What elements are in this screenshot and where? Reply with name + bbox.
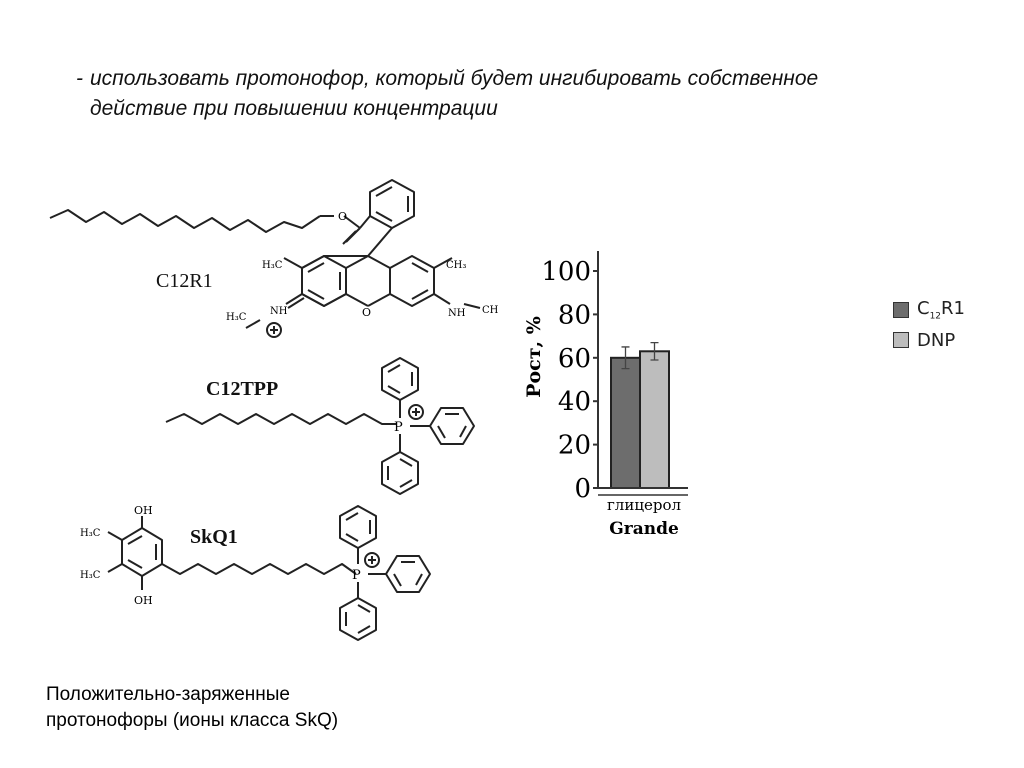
p-atom-skq1: P bbox=[352, 568, 361, 583]
y-tick-label: 80 bbox=[558, 300, 591, 330]
category-label: глицерол bbox=[607, 496, 681, 514]
bullet-line-1: использовать протонофор, который будет и… bbox=[90, 67, 819, 90]
error-bar-dnp bbox=[650, 341, 659, 361]
bullet-line-2: действие при повышении концентрации bbox=[90, 97, 498, 120]
ethyl-left: H₃C bbox=[226, 312, 247, 323]
h3c-top: H₃C bbox=[80, 528, 101, 539]
methyl-right: CH₃ bbox=[446, 260, 466, 271]
legend-swatch-dnp bbox=[893, 332, 909, 349]
error-bar-c12r1 bbox=[621, 346, 630, 370]
y-axis-ticks: 0 20 40 60 80 100 bbox=[541, 257, 598, 504]
caption-line-1: Положительно-заряженные bbox=[46, 684, 290, 705]
chart-legend: C12R1 DNP bbox=[893, 298, 965, 351]
bar-dnp bbox=[639, 350, 670, 490]
c12r1-label: C12R1 bbox=[156, 270, 213, 292]
c12tpp-structure: P bbox=[165, 357, 475, 495]
bars-group bbox=[610, 341, 670, 490]
oh-top: OH bbox=[134, 504, 153, 517]
y-tick-label: 0 bbox=[574, 474, 591, 504]
ester-oxygen: O bbox=[338, 210, 347, 223]
legend-label-c12r1: C12R1 bbox=[917, 298, 965, 322]
legend-item-c12r1: C12R1 bbox=[893, 298, 965, 322]
caption-line-2: протонофоры (ионы класса SkQ) bbox=[46, 710, 339, 731]
skq1-structure: OH OH H₃C H₃C P bbox=[80, 504, 431, 641]
bullet-dash: - bbox=[76, 67, 83, 90]
y-tick-label: 100 bbox=[541, 257, 591, 287]
nh-left: NH bbox=[270, 306, 288, 317]
h3c-bottom: H₃C bbox=[80, 570, 101, 581]
y-tick-label: 60 bbox=[558, 344, 591, 374]
legend-label-dnp: DNP bbox=[917, 329, 956, 351]
y-tick-label: 20 bbox=[558, 431, 591, 461]
y-tick-label: 40 bbox=[558, 387, 591, 417]
methyl-left: H₃C bbox=[262, 260, 283, 271]
nh-right: NH bbox=[448, 308, 466, 319]
ring-oxygen: O bbox=[362, 306, 371, 319]
group-label: Grande bbox=[609, 519, 679, 539]
c12tpp-label: C12TPP bbox=[206, 378, 279, 400]
skq1-label: SkQ1 bbox=[190, 526, 238, 548]
growth-bar-chart: Рост, % 0 20 40 60 80 100 глицерол Grande bbox=[523, 251, 688, 539]
p-atom-tpp: P bbox=[394, 420, 403, 435]
figure-caption: Положительно-заряженные протонофоры (ион… bbox=[46, 682, 338, 734]
ethyl-right: CH bbox=[482, 305, 499, 316]
c12r1-structure: O O CH₃ H₃C NH NH H₃C CH bbox=[49, 179, 499, 338]
legend-item-dnp: DNP bbox=[893, 330, 965, 351]
y-axis-label: Рост, % bbox=[523, 316, 545, 398]
oh-bottom: OH bbox=[134, 594, 153, 607]
legend-swatch-c12r1 bbox=[893, 301, 909, 318]
bar-c12r1 bbox=[610, 356, 641, 489]
